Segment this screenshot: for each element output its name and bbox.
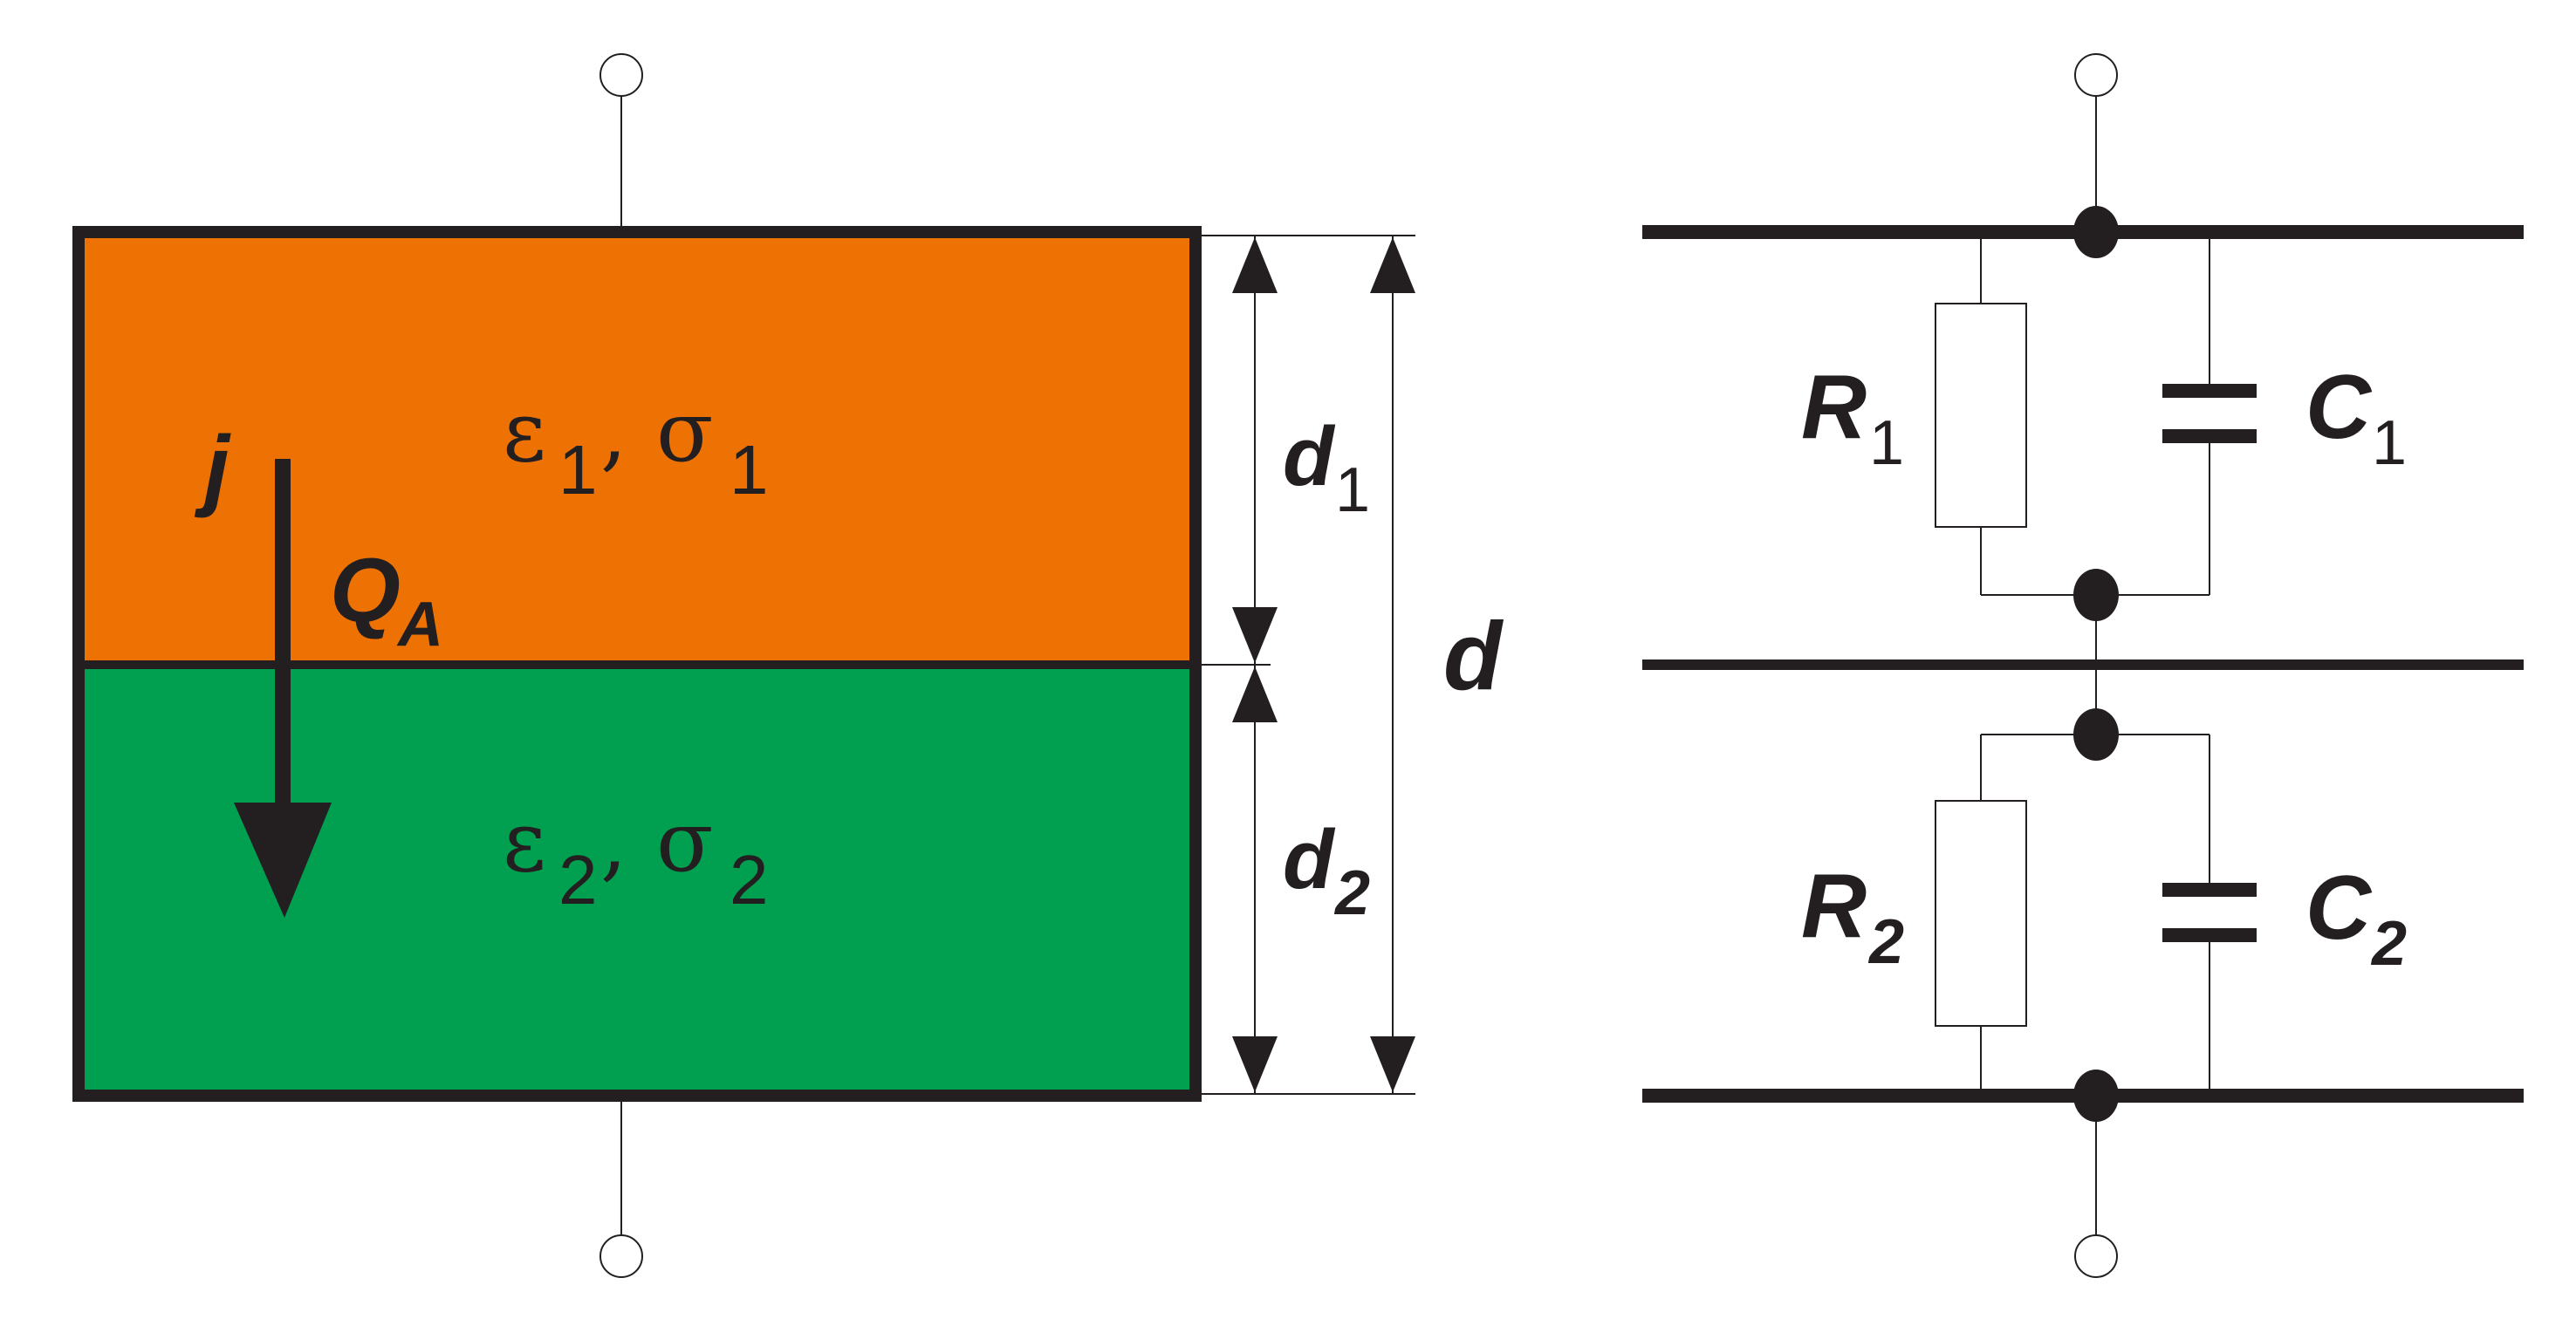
svg-text:2: 2 [1333,858,1370,928]
svg-text:1: 1 [2372,408,2407,478]
layered-material: j Q A ε 1 , σ 1 ε 2 , σ 2 [72,53,1504,1278]
bottom-terminal [599,1234,643,1278]
svg-text:2: 2 [2370,909,2407,979]
label-r1: R 1 [1801,357,1904,478]
equivalent-circuit: R 1 C 1 R 2 C 2 [1642,53,2524,1278]
label-r2: R 2 [1801,856,1904,977]
circuit-top-terminal [2074,53,2118,97]
svg-text:1: 1 [730,431,769,509]
dimension-d2: d 2 [1232,665,1370,1094]
capacitor-c2 [2162,883,2257,942]
svg-text:d: d [1443,603,1504,710]
dimension-extension-lines [1196,235,1415,1095]
svg-text:,: , [600,383,627,481]
svg-text:σ: σ [656,383,714,481]
resistor-r2 [1935,800,2027,1027]
svg-text:2: 2 [1867,907,1904,977]
svg-text:1: 1 [558,431,598,509]
layer-2-properties: ε 2 , σ 2 [503,793,769,919]
circuit-bottom-terminal [2074,1234,2118,1278]
layer-1-properties: ε 1 , σ 1 [503,383,769,509]
label-c2: C 2 [2305,858,2407,979]
svg-text:R: R [1801,357,1867,458]
svg-text:R: R [1801,856,1867,957]
capacitor-c1 [2162,384,2257,443]
svg-text:1: 1 [1335,455,1370,525]
layer-2 [79,665,1196,1096]
resistor-r1 [1935,303,2027,528]
dimension-d: d [1370,236,1504,1094]
svg-text:C: C [2305,858,2373,959]
junction-dots [2073,206,2119,1122]
current-arrow [234,459,332,918]
charge-subscript: A [396,590,443,660]
charge-label: Q [330,540,401,641]
svg-text:ε: ε [503,383,546,481]
svg-text:1: 1 [1869,408,1904,478]
svg-text:d: d [1283,410,1336,503]
top-terminal [599,53,643,97]
label-c1: C 1 [2305,357,2407,478]
svg-text:C: C [2305,357,2373,458]
svg-text:,: , [600,793,627,891]
svg-text:2: 2 [730,841,769,919]
svg-text:ε: ε [503,793,546,891]
layer-1 [79,232,1196,665]
svg-text:σ: σ [656,793,714,891]
svg-text:d: d [1283,813,1336,906]
svg-text:2: 2 [558,841,598,919]
dimension-d1: d 1 [1232,236,1370,665]
